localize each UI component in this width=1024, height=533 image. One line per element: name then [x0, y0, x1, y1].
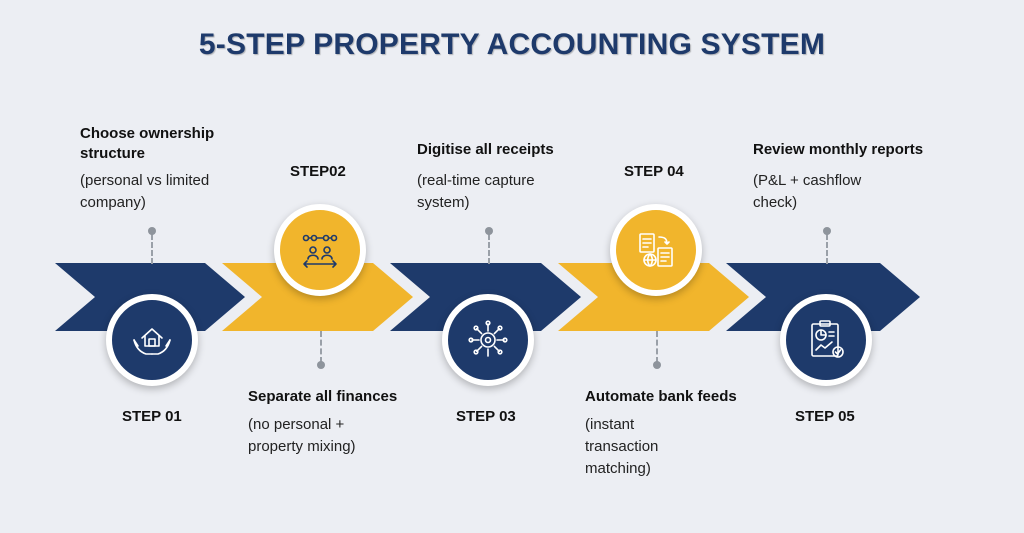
- step-3-circle: [442, 294, 534, 386]
- step-5-label: STEP 05: [795, 408, 855, 425]
- connector-dot-1: [148, 227, 156, 235]
- step-4-circle: [610, 204, 702, 296]
- step-4-heading: Automate bank feeds: [585, 388, 737, 405]
- step-2-description: (no personal + property mixing): [248, 416, 356, 455]
- step-3-description: (real-time capture system): [417, 172, 535, 211]
- connector-step-1: [151, 234, 153, 264]
- connector-dot-2: [317, 361, 325, 369]
- house-in-hands-icon: [133, 328, 171, 355]
- split-people-icon: [302, 234, 338, 268]
- connector-step-5: [826, 234, 828, 264]
- step-4-description: (instant transaction matching): [585, 416, 659, 477]
- step-5-circle: [780, 294, 872, 386]
- step-1-circle: [106, 294, 198, 386]
- step-1-heading: Choose ownership structure: [80, 125, 215, 162]
- step-5-heading: Review monthly reports: [753, 141, 924, 158]
- arrow-segment-4: [558, 263, 749, 331]
- step-2-heading: Separate all finances: [248, 388, 398, 405]
- connector-dot-4: [653, 361, 661, 369]
- page-title: 5-STEP PROPERTY ACCOUNTING SYSTEM: [198, 28, 826, 61]
- step-4-label: STEP 04: [624, 163, 684, 180]
- connector-dot-5: [823, 227, 831, 235]
- connector-step-4: [656, 331, 658, 363]
- step-5-description: (P&L + cashflow check): [753, 172, 862, 211]
- arrow-segment-2: [222, 263, 413, 331]
- step-3-heading: Digitise all receipts: [417, 141, 554, 158]
- digital-gear-icon: [468, 320, 508, 357]
- step-2-label: STEP02: [290, 163, 346, 180]
- step-3-label: STEP 03: [456, 408, 516, 425]
- document-sync-icon: [639, 233, 673, 267]
- connector-step-3: [488, 234, 490, 264]
- connector-dot-3: [485, 227, 493, 235]
- step-2-circle: [274, 204, 366, 296]
- connector-step-2: [320, 331, 322, 363]
- report-chart-icon: [811, 320, 844, 358]
- step-1-label: STEP 01: [122, 408, 182, 425]
- step-1-description: (personal vs limited company): [80, 172, 210, 211]
